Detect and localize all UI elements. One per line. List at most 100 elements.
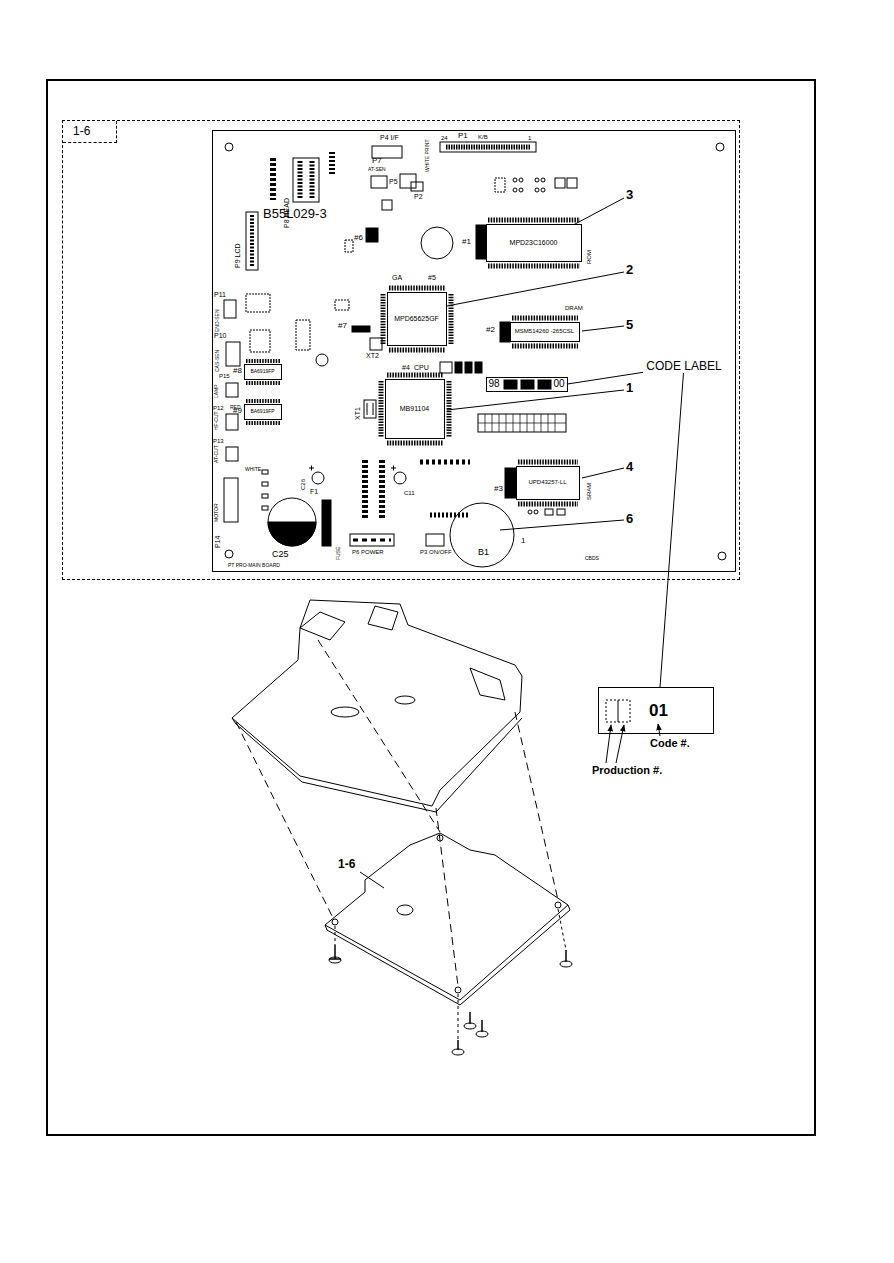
capacitor-symbol xyxy=(268,498,316,546)
board-marking: ROM xyxy=(586,250,592,264)
pattern-mark xyxy=(504,380,517,389)
component-symbol xyxy=(519,178,523,182)
pointer-arrow xyxy=(616,725,624,763)
mount-hole xyxy=(716,143,724,151)
bracket-slot xyxy=(331,707,359,717)
assembly-line xyxy=(335,926,336,945)
buzzer-symbol xyxy=(421,227,453,259)
component-row xyxy=(329,152,335,176)
socket-tab xyxy=(505,468,516,498)
board-outline xyxy=(325,833,568,1000)
chip-marking: BA6919FP xyxy=(250,369,274,374)
board-marking: END-SEN xyxy=(215,309,220,332)
grid-mark xyxy=(478,414,566,432)
pointer-arrow xyxy=(658,724,660,736)
polarity-mark xyxy=(309,466,314,471)
component-row xyxy=(430,513,470,518)
pin-row xyxy=(512,316,578,321)
board-marking: C25 xyxy=(272,550,289,559)
screw-symbol xyxy=(452,1049,464,1055)
component-symbol xyxy=(541,178,545,182)
component-symbol xyxy=(366,228,378,242)
component-symbol xyxy=(262,482,268,486)
bracket-slot xyxy=(470,668,505,700)
board-marking: 1 xyxy=(528,135,531,141)
pin-row xyxy=(250,215,254,267)
screw-symbol xyxy=(481,1020,483,1032)
board-marking: GA xyxy=(392,274,402,281)
board-marking: AT-CUT xyxy=(214,445,219,463)
chip-marking: MSM514260 -265CSL xyxy=(515,328,574,334)
board-marking: CBDS xyxy=(585,556,599,561)
board-marking: P11 xyxy=(214,291,226,298)
board-marking: C11 xyxy=(404,490,415,496)
board-marking: P5 xyxy=(389,178,398,185)
connector-symbol xyxy=(226,414,238,430)
board-marking: P2 xyxy=(414,193,423,200)
capacitor-symbol xyxy=(312,472,324,484)
grid-mark xyxy=(478,414,566,432)
component-symbol xyxy=(495,178,505,192)
mount-hole xyxy=(455,987,461,993)
mount-hole xyxy=(225,550,233,558)
capacitor-symbol xyxy=(268,522,316,546)
pin-row xyxy=(379,381,384,437)
board-marking: #6 xyxy=(354,234,363,242)
bracket-plate xyxy=(232,600,522,806)
pattern-mark xyxy=(538,380,551,389)
connector-symbol xyxy=(226,383,238,397)
bracket-slot xyxy=(300,612,345,640)
connector-symbol xyxy=(246,212,258,270)
component-symbol xyxy=(513,178,517,182)
code-label-detail: 01 xyxy=(598,687,714,734)
component-symbol xyxy=(534,510,538,514)
component-row xyxy=(379,460,385,520)
board-marking: P9 LCD xyxy=(234,243,241,268)
leader-line xyxy=(582,468,624,478)
callout-number: 6 xyxy=(626,512,633,525)
callout-number: 1 xyxy=(626,381,633,394)
part-number: 1-6 xyxy=(63,121,117,143)
assembly-line xyxy=(515,712,558,900)
connector-symbol xyxy=(411,182,423,191)
component-symbol xyxy=(382,200,392,210)
board-marking: P12 xyxy=(213,405,224,411)
label-text: B55L029-3 xyxy=(263,207,327,221)
leader-line xyxy=(360,872,384,888)
board-marking: CPU xyxy=(414,364,429,371)
screw-symbol xyxy=(464,1023,476,1029)
pointer-label: Code #. xyxy=(650,738,690,749)
chip-marking: MPD23C16000 xyxy=(510,239,558,246)
pin-row xyxy=(246,381,280,385)
connector-symbol xyxy=(426,534,444,546)
rom-chip: MPD23C16000 xyxy=(486,224,582,262)
component-symbol xyxy=(541,188,545,192)
board-marking: DRAM xyxy=(565,305,583,311)
socket-tab xyxy=(500,322,510,342)
pin-row xyxy=(298,161,303,199)
board-marking: XT2 xyxy=(366,352,379,359)
mount-hole xyxy=(332,919,338,925)
cpu-chip: MB91104 xyxy=(385,379,445,439)
callout-number: 2 xyxy=(626,263,633,276)
board-marking: SRAM xyxy=(586,483,592,500)
board-marking: P3 ON/OFF xyxy=(420,549,452,555)
trimmer-symbol xyxy=(316,354,328,366)
connector-symbol xyxy=(224,300,236,318)
pin-row xyxy=(488,264,580,269)
pointer-arrow xyxy=(606,725,611,763)
part-number: 1-6 xyxy=(338,858,355,870)
sram-chip: UPD43257-LL xyxy=(516,466,580,500)
leader-line xyxy=(582,326,624,331)
chip-marking: BA6919FP xyxy=(250,409,274,414)
component-symbol xyxy=(250,330,270,352)
production-box xyxy=(618,700,630,722)
callout-number: 3 xyxy=(626,188,633,201)
pin-row xyxy=(353,539,391,542)
mount-hole xyxy=(397,905,413,915)
component-row xyxy=(362,460,368,520)
mount-hole xyxy=(555,902,561,908)
label-text: 01 xyxy=(649,702,668,720)
